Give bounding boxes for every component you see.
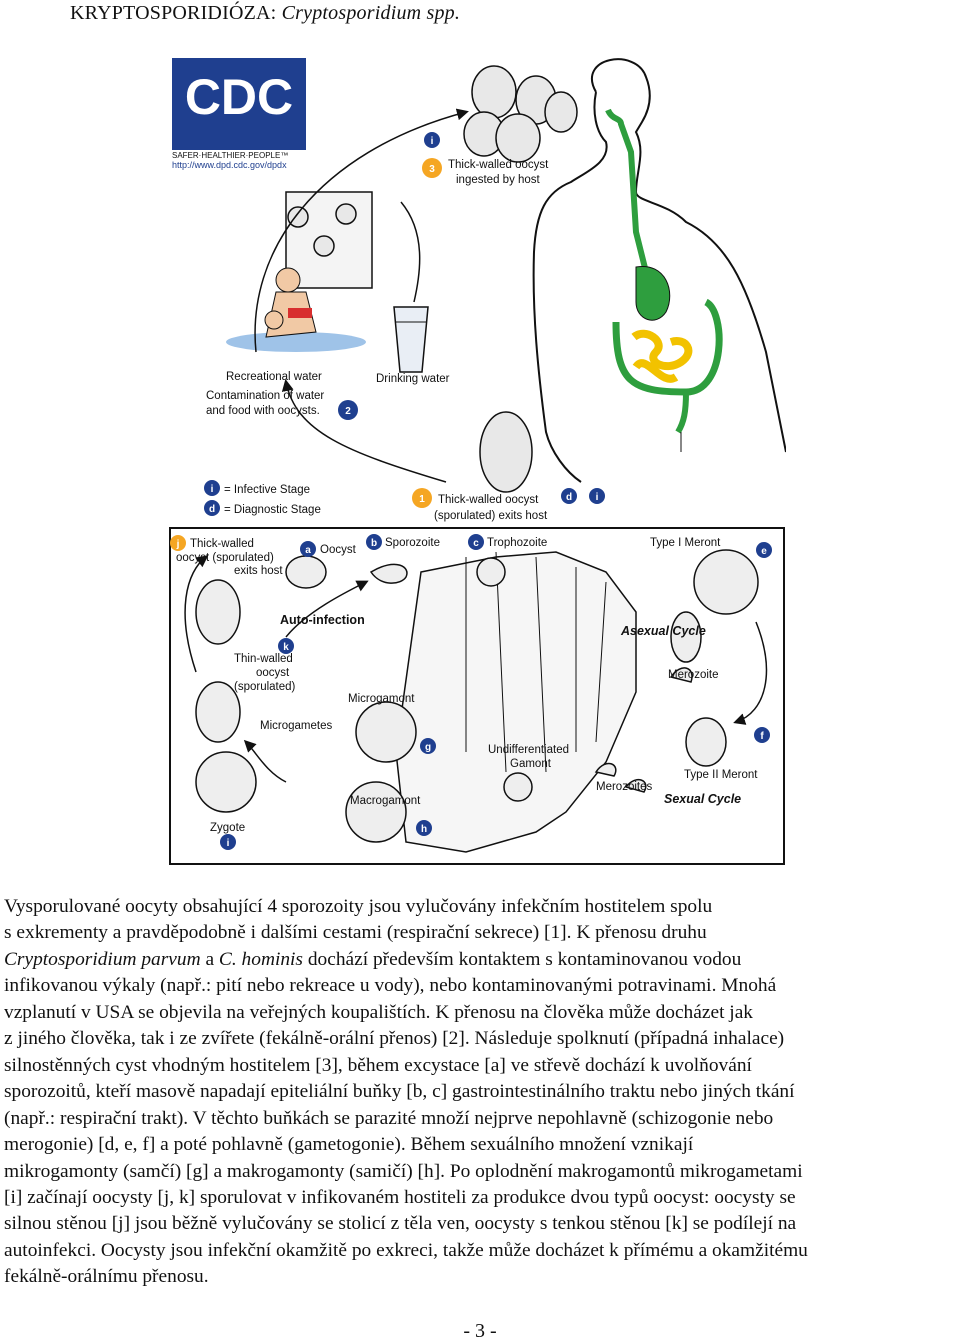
label-trophozoite: Trophozoite <box>487 537 547 549</box>
digestive-tract <box>605 108 723 452</box>
arrow-to-step2 <box>281 379 447 483</box>
title-prefix: KRYPTOSPORIDIÓZA: <box>70 2 282 24</box>
swimmer-illustration <box>226 267 366 352</box>
badge-i-zygote: i <box>227 838 230 849</box>
human-silhouette <box>532 58 786 483</box>
label-auto-infection: Auto-infection <box>280 613 365 627</box>
cdc-logo-url: http://www.dpd.cdc.gov/dpdx <box>172 160 287 170</box>
legend-badge-d: d <box>209 504 215 515</box>
label-macrogamont: Macrogamont <box>350 795 421 807</box>
text-line: autoinfekci. Oocysty jsou infekční okamž… <box>4 1239 808 1261</box>
badge-d-step1: d <box>566 492 572 503</box>
badge-i-step3: i <box>431 136 434 147</box>
label-recreational-water: Recreational water <box>226 371 322 383</box>
text-fragment: dochází především kontaktem s kontaminov… <box>302 948 742 970</box>
intestinal-epithelium <box>395 551 637 853</box>
legend-infective: = Infective Stage <box>224 484 310 496</box>
cdc-logo-text: CDC <box>185 69 293 125</box>
label-merozoite: Merozoite <box>668 669 719 681</box>
exit-oocyst <box>479 411 533 493</box>
text-line: z jiného člověka, tak i ze zvířete (feká… <box>4 1028 785 1050</box>
badge-step2: 2 <box>345 406 351 417</box>
label-step3-line2: ingested by host <box>456 174 541 186</box>
text-line: silnou stěnou [j] jsou běžně vylučovány … <box>4 1213 797 1235</box>
text-fragment: a <box>200 948 219 970</box>
text-line: merogonie) [d, e, f] a poté pohlavně (ga… <box>4 1134 694 1156</box>
oocyst-box-cysts <box>287 203 357 257</box>
label-thin-line1: Thin-walled <box>234 653 293 665</box>
badge-step1: 1 <box>419 494 425 505</box>
label-zygote: Zygote <box>210 822 245 834</box>
badge-h: h <box>421 824 427 835</box>
text-line: infikovanou výkaly (např.: pití nebo rek… <box>4 975 777 997</box>
species-name: C. hominis <box>218 948 303 970</box>
body-paragraph: Vysporulované oocyty obsahující 4 sporoz… <box>4 894 960 1291</box>
page-number: - 3 - <box>463 1320 497 1342</box>
text-line: silnostěnných cyst vhodným hostitelem [3… <box>4 1054 752 1076</box>
label-contamination-line2: and food with oocysts. <box>206 405 320 417</box>
text-line: [i] začínají oocysty [j, k] sporulovat v… <box>4 1186 796 1208</box>
badge-j: j <box>176 539 180 550</box>
legend-badge-i: i <box>211 484 214 495</box>
arrow-to-sporozoite <box>285 580 369 638</box>
text-line: s exkrementy a pravděpodobně i dalšími c… <box>4 922 707 944</box>
label-microgamont: Microgamont <box>348 693 415 705</box>
badge-c: c <box>473 538 479 549</box>
label-sexual-cycle: Sexual Cycle <box>664 792 741 806</box>
ingested-oocysts <box>463 65 578 163</box>
badge-step3: 3 <box>429 164 435 175</box>
badge-b: b <box>371 538 377 549</box>
text-line: vzplanutí v USA se objevila na veřejných… <box>4 1001 754 1023</box>
label-thin-line2: oocyst <box>256 667 290 679</box>
cdc-logo: CDC SAFER·HEALTHIER·PEOPLE™ http://www.d… <box>172 58 306 170</box>
label-j-line3: exits host <box>234 565 283 577</box>
life-cycle-figure: CDC SAFER·HEALTHIER·PEOPLE™ http://www.d… <box>166 52 786 866</box>
species-name: Cryptosporidium parvum <box>4 948 201 970</box>
arrow-zygote <box>243 739 287 783</box>
label-oocyst: Oocyst <box>320 544 357 556</box>
label-merozoites: Merozoites <box>596 781 652 793</box>
cdc-logo-tagline: SAFER·HEALTHIER·PEOPLE™ <box>172 151 288 160</box>
label-j-line2: oocyst (sporulated) <box>176 552 274 564</box>
label-j-line1: Thick-walled <box>190 538 254 550</box>
arrow-auto-infection <box>184 555 209 673</box>
text-line: Cryptosporidium parvum a C. hominis doch… <box>4 947 960 973</box>
label-sporozoite: Sporozoite <box>385 537 440 549</box>
label-step3-line1: Thick-walled oocyst <box>448 159 549 171</box>
arrow-glass <box>400 201 421 303</box>
badge-a: a <box>305 545 311 556</box>
arrow-asexual <box>733 621 768 725</box>
label-contamination-line1: Contamination of water <box>206 390 324 402</box>
badge-e: e <box>761 546 767 557</box>
badge-f: f <box>760 731 764 742</box>
text-line: sporozoitů, kteří masově napadají epitel… <box>4 1081 795 1103</box>
text-line: mikrogamonty (samčí) [g] a makrogamonty … <box>4 1160 803 1182</box>
label-undiff-line1: Undifferentiated <box>488 744 569 756</box>
drinking-water-glass <box>393 306 429 373</box>
text-line: (např.: respirační trakt). V těchto buňk… <box>4 1107 774 1129</box>
label-drinking-water: Drinking water <box>376 373 450 385</box>
text-line: Vysporulované oocyty obsahující 4 sporoz… <box>4 896 713 917</box>
label-step1-line2: (sporulated) exits host <box>434 510 548 522</box>
label-asexual-cycle: Asexual Cycle <box>620 624 706 638</box>
label-type2-meront: Type II Meront <box>684 769 758 781</box>
stage-shapes <box>195 549 759 843</box>
title-species: Cryptosporidium spp. <box>281 2 461 24</box>
arrow-to-step3 <box>254 108 469 353</box>
label-step1-line1: Thick-walled oocyst <box>438 494 539 506</box>
page-title: KRYPTOSPORIDIÓZA: Cryptosporidium spp. <box>70 2 460 25</box>
label-thin-line3: (sporulated) <box>234 681 296 693</box>
legend-diagnostic: = Diagnostic Stage <box>224 504 321 516</box>
label-type1-meront: Type I Meront <box>650 537 721 549</box>
badge-g: g <box>425 742 431 753</box>
badge-i-step1: i <box>596 492 599 503</box>
text-line: fekálně-orálnímu přenosu. <box>4 1266 209 1288</box>
badge-k: k <box>283 642 289 653</box>
label-undiff-line2: Gamont <box>510 758 552 770</box>
label-microgametes: Microgametes <box>260 720 332 732</box>
